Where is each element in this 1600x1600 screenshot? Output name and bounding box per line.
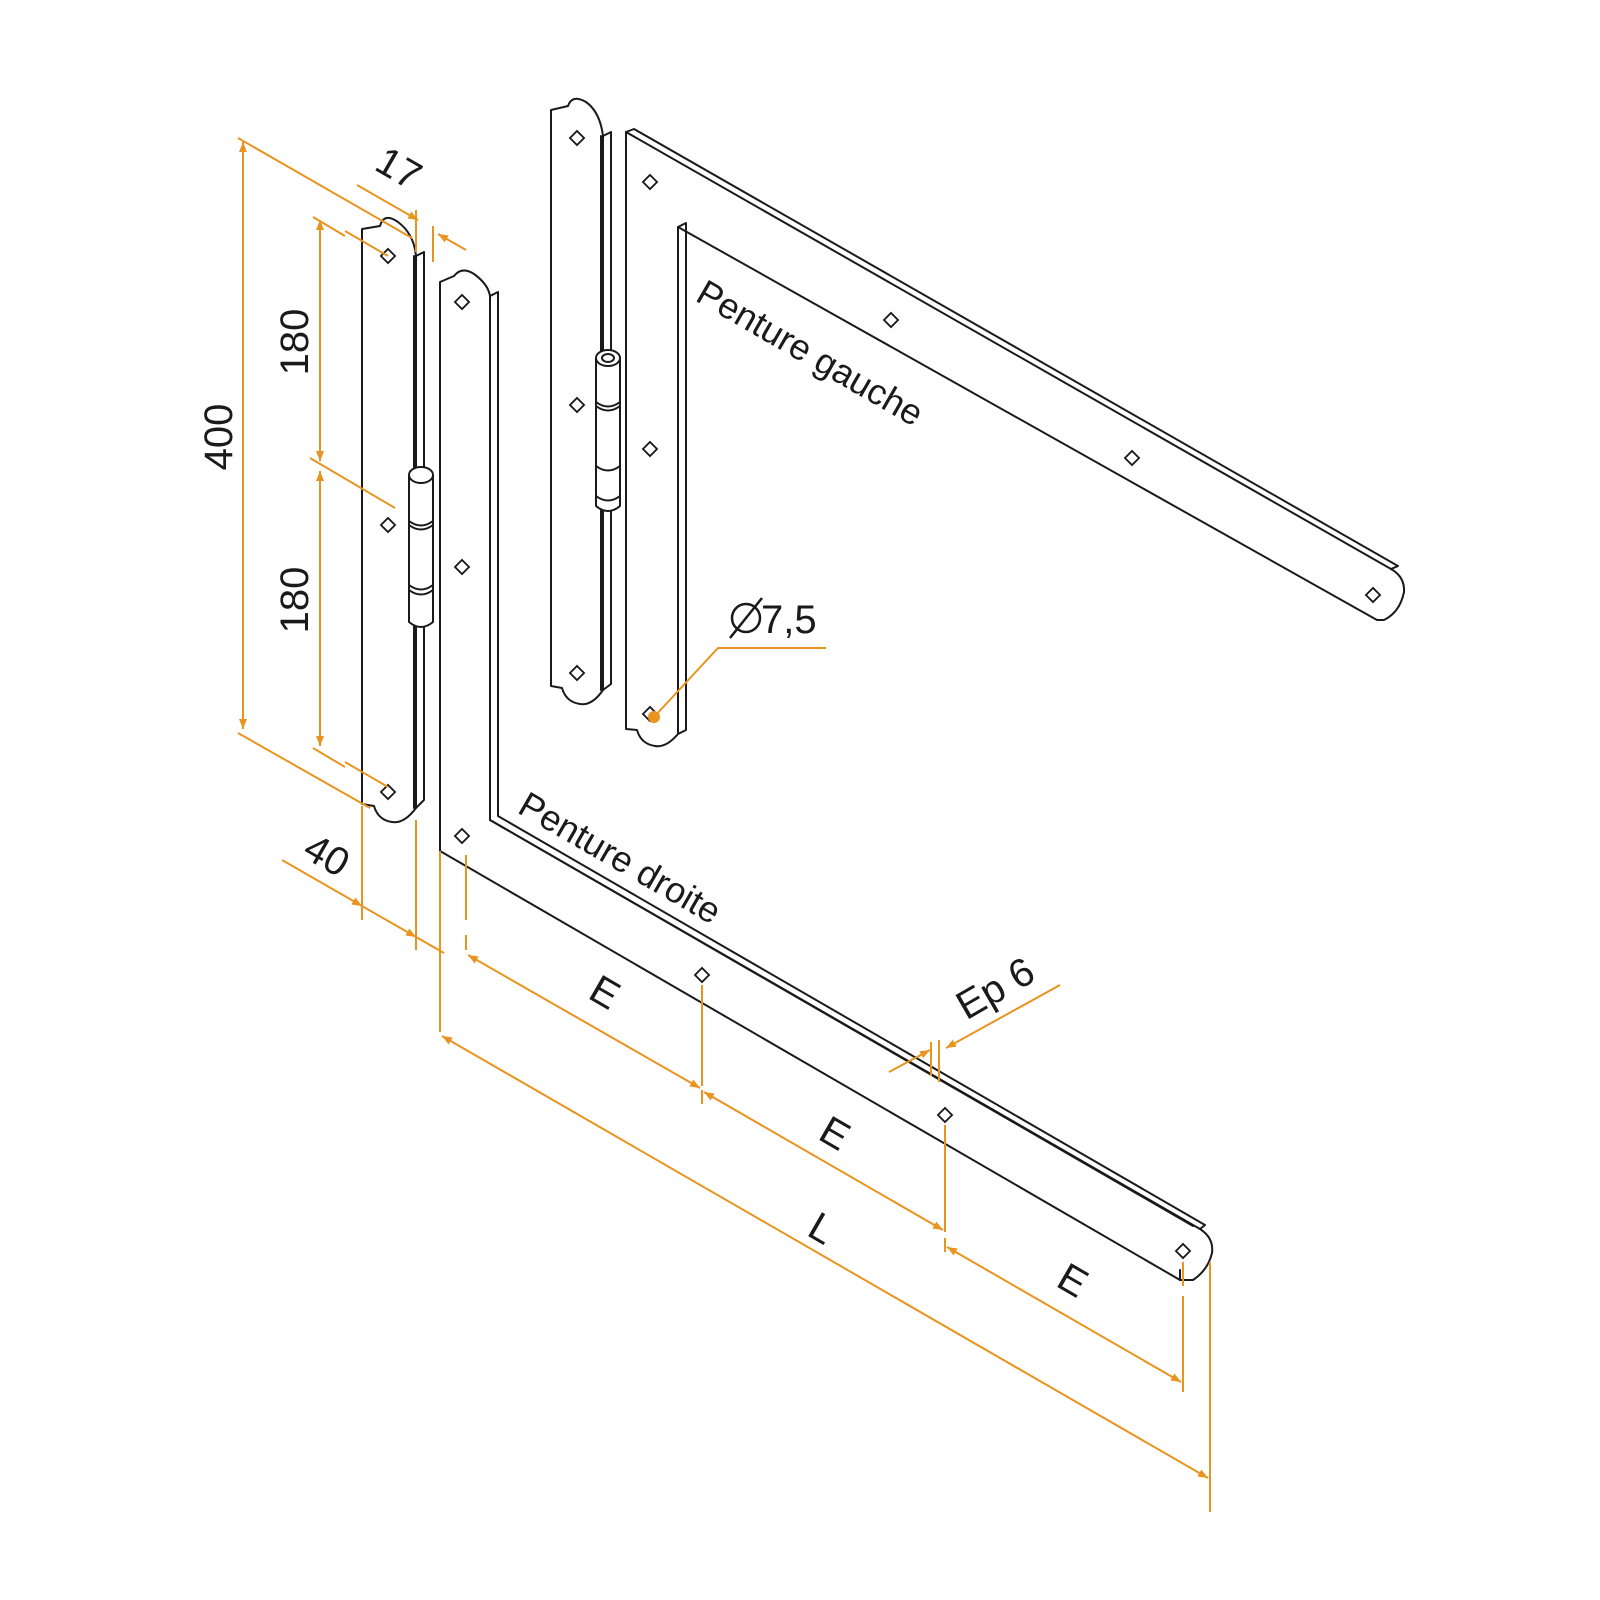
dim-e-3: E [1050,1255,1095,1306]
dim-180-top: 180 [273,309,317,376]
dim-ep6: Ep 6 [949,949,1042,1028]
mounting-hole [453,293,471,311]
mounting-hole [641,173,659,191]
gond-plate-front [361,216,425,824]
dim-400: 400 [197,404,241,471]
dim-e-2: E [812,1108,857,1159]
dim-diameter: 7,5 [761,598,817,642]
mounting-hole [568,129,586,147]
mounting-hole [568,396,586,414]
hinge-pin-front [408,466,434,628]
dim-17: 17 [368,139,429,199]
mounting-hole [379,783,397,801]
mounting-hole [1123,449,1141,467]
hinge-pin-back [595,349,621,512]
penture-gauche [625,128,1406,748]
mounting-hole [379,516,397,534]
dim-40: 40 [296,826,357,886]
mounting-hole [568,664,586,682]
mounting-hole [453,558,471,576]
dimension-lines [237,137,1211,1512]
mounting-hole [453,827,471,845]
mounting-hole [882,311,900,329]
dim-180-bottom: 180 [273,567,317,634]
mounting-hole [1364,586,1382,604]
mounting-hole [641,440,659,458]
dim-e-1: E [582,967,627,1018]
